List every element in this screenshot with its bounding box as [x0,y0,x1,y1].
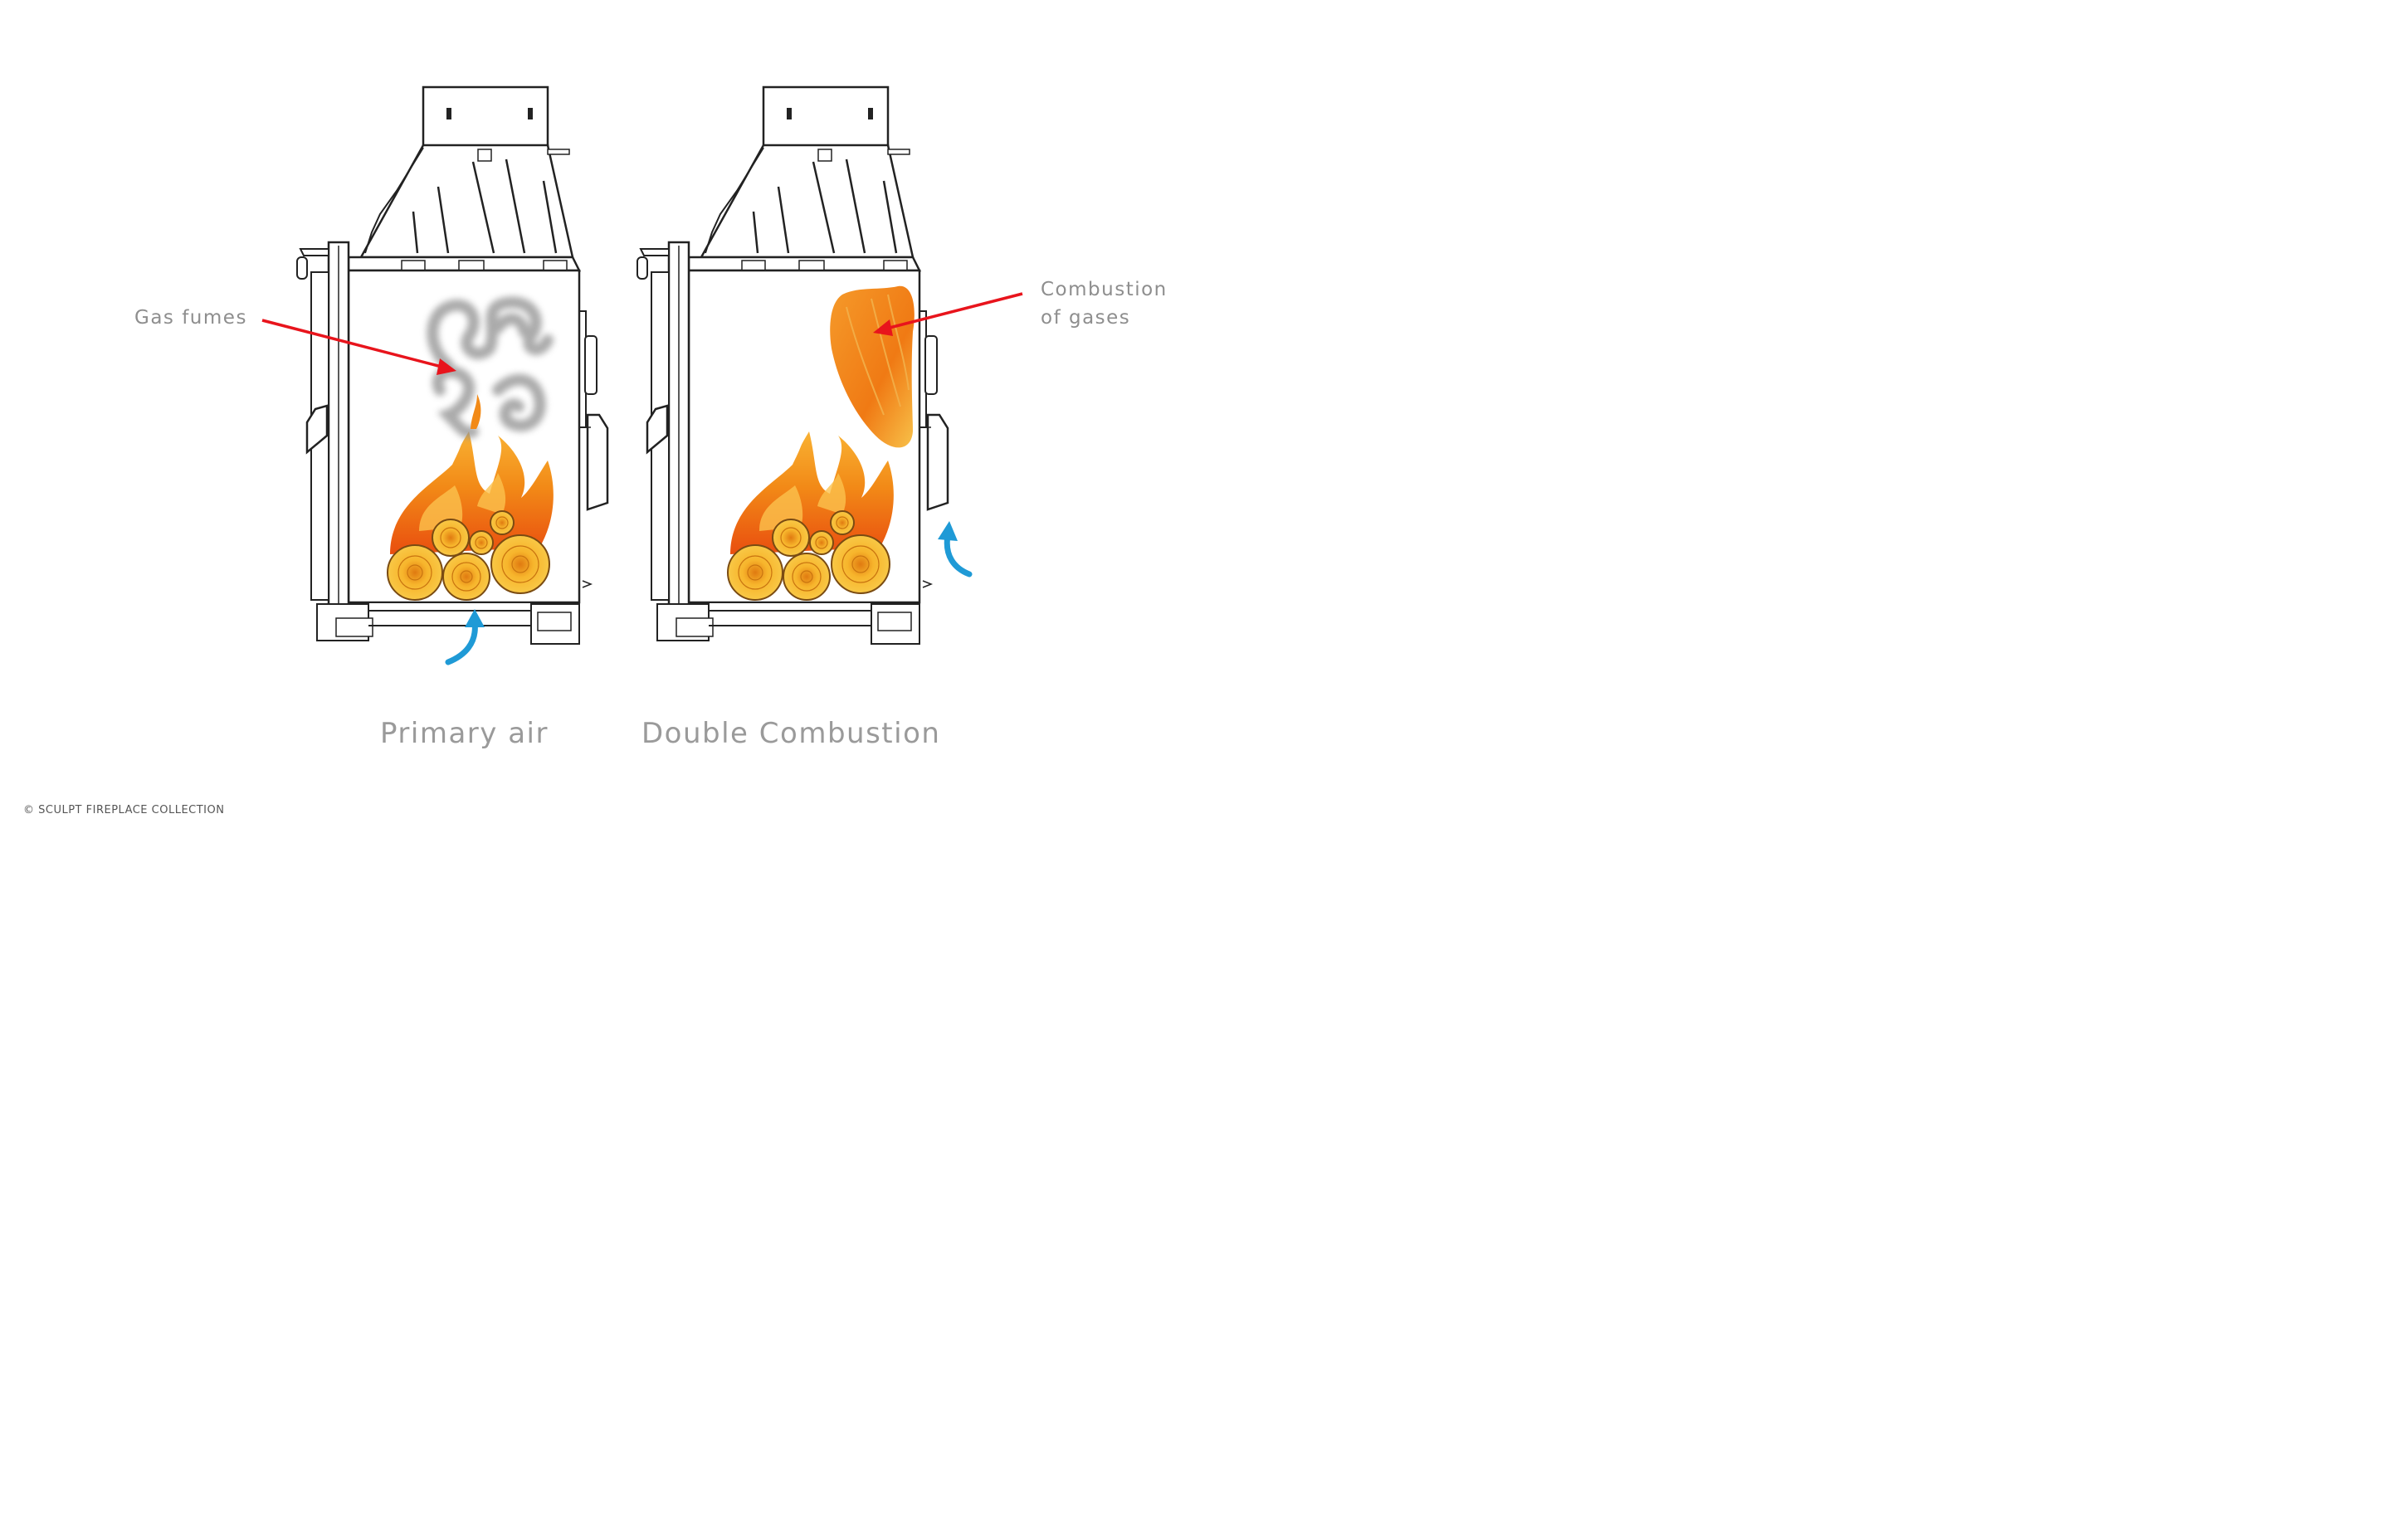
combustion-of-gases-label: Combustion of gases [1041,275,1168,332]
blue-air-flow-arrow-primary [445,609,485,665]
combustion-label-line2: of gases [1041,307,1131,329]
fireplace-diagram [261,85,1023,665]
primary-air-caption: Primary air [380,717,549,750]
double-combustion-caption: Double Combustion [641,717,941,750]
firebox-double-combustion [636,85,949,646]
gas-fumes-label: Gas fumes [134,307,247,329]
blue-air-flow-arrow-secondary [938,521,973,578]
red-pointer-arrow-combustion-of-gases [873,292,1023,336]
small-flame [471,394,481,429]
firebox-primary-air [295,85,609,646]
combustion-label-line1: Combustion [1041,279,1168,300]
red-pointer-arrow-gas-fumes [261,319,456,375]
copyright-notice: © SCULPT FIREPLACE COLLECTION [23,804,225,816]
